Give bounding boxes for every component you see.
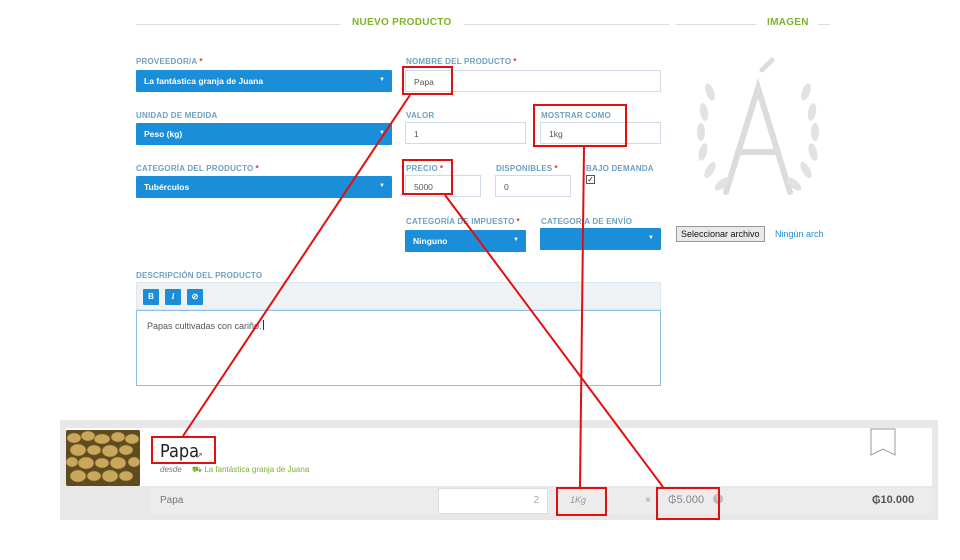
available-input[interactable]: 0 (495, 175, 571, 197)
price-input[interactable]: 5000 (405, 175, 481, 197)
quantity-input[interactable]: 2 (438, 488, 548, 514)
unit-label: UNIDAD DE MEDIDA (136, 111, 218, 120)
choose-file-button[interactable]: Seleccionar archivo (676, 226, 765, 242)
category-select[interactable]: Tubérculos▼ (136, 176, 392, 198)
price-label: PRECIO* (406, 164, 444, 173)
italic-button[interactable]: I (165, 289, 181, 305)
truck-icon: ⛟ (192, 465, 203, 474)
description-editor[interactable]: Papas cultivadas con cariño. (136, 310, 661, 386)
shipping-category-label: CATEGORÍA DE ENVÍO (541, 217, 633, 226)
display-as-label: MOSTRAR COMO (541, 111, 611, 120)
tax-category-select[interactable]: Ninguno▼ (405, 230, 526, 252)
product-name-label: NOMBRE DEL PRODUCTO* (406, 57, 517, 66)
provider-select[interactable]: La fantástica granja de Juana▼ (136, 70, 392, 92)
product-card-desde: desde (160, 465, 182, 474)
shipping-category-select[interactable]: ▼ (540, 228, 661, 250)
placeholder-logo-icon (697, 57, 819, 195)
section-divider-image-left (676, 24, 756, 25)
chevron-down-icon: ▼ (379, 77, 385, 83)
bookmark-icon[interactable] (870, 428, 896, 456)
highlight-card-unit (556, 487, 607, 516)
description-text: Papas cultivadas con cariño. (147, 321, 262, 331)
on-demand-label: BAJO DEMANDA (586, 164, 654, 173)
product-unit: 1Kg (570, 495, 587, 505)
chevron-down-icon: ▼ (379, 183, 385, 189)
description-label: DESCRIPCIÓN DEL PRODUCTO (136, 271, 263, 280)
on-demand-checkbox[interactable]: ✓ (586, 175, 595, 184)
valor-label: VALOR (406, 111, 435, 120)
multiply-sign: × (645, 495, 651, 506)
product-row-name: Papa (160, 495, 184, 506)
chevron-down-icon: ▼ (648, 235, 654, 241)
section-divider-image-right (818, 24, 830, 25)
product-thumbnail (66, 430, 140, 486)
section-title-new-product: NUEVO PRODUCTO (352, 17, 452, 28)
provider-label: PROVEEDOR/A* (136, 57, 203, 66)
external-link-icon[interactable]: ↗ (196, 451, 203, 460)
highlight-price (402, 159, 453, 195)
highlight-product-name (402, 66, 453, 95)
link-button[interactable]: ⊘ (187, 289, 203, 305)
section-title-image: IMAGEN (767, 17, 809, 28)
editor-toolbar: B I ⊘ (136, 282, 661, 310)
highlight-card-price (656, 487, 720, 520)
product-total: ₲10.000 (872, 494, 915, 506)
product-card-farm[interactable]: ⛟ La fantástica granja de Juana (192, 465, 310, 474)
text-cursor (262, 320, 264, 330)
category-label: CATEGORÍA DEL PRODUCTO* (136, 164, 259, 173)
tax-category-label: CATEGORÍA DE IMPUESTO* (406, 217, 520, 226)
product-name-input[interactable]: Papa (405, 70, 661, 92)
product-price: ₲5.000 (668, 494, 705, 506)
section-divider-left (136, 24, 340, 25)
section-divider-mid (464, 24, 669, 25)
available-label: DISPONIBLES* (496, 164, 558, 173)
chevron-down-icon: ▼ (379, 130, 385, 136)
chevron-down-icon: ▼ (513, 237, 519, 243)
bold-button[interactable]: B (143, 289, 159, 305)
unit-select[interactable]: Peso (kg)▼ (136, 123, 392, 145)
highlight-display-as (533, 104, 627, 147)
valor-input[interactable]: 1 (405, 122, 526, 144)
highlight-card-name (151, 436, 216, 464)
no-file-status: Ningún arch (775, 229, 824, 239)
display-as-input[interactable]: 1kg (540, 122, 661, 144)
product-card-name[interactable]: Papa (160, 441, 200, 462)
